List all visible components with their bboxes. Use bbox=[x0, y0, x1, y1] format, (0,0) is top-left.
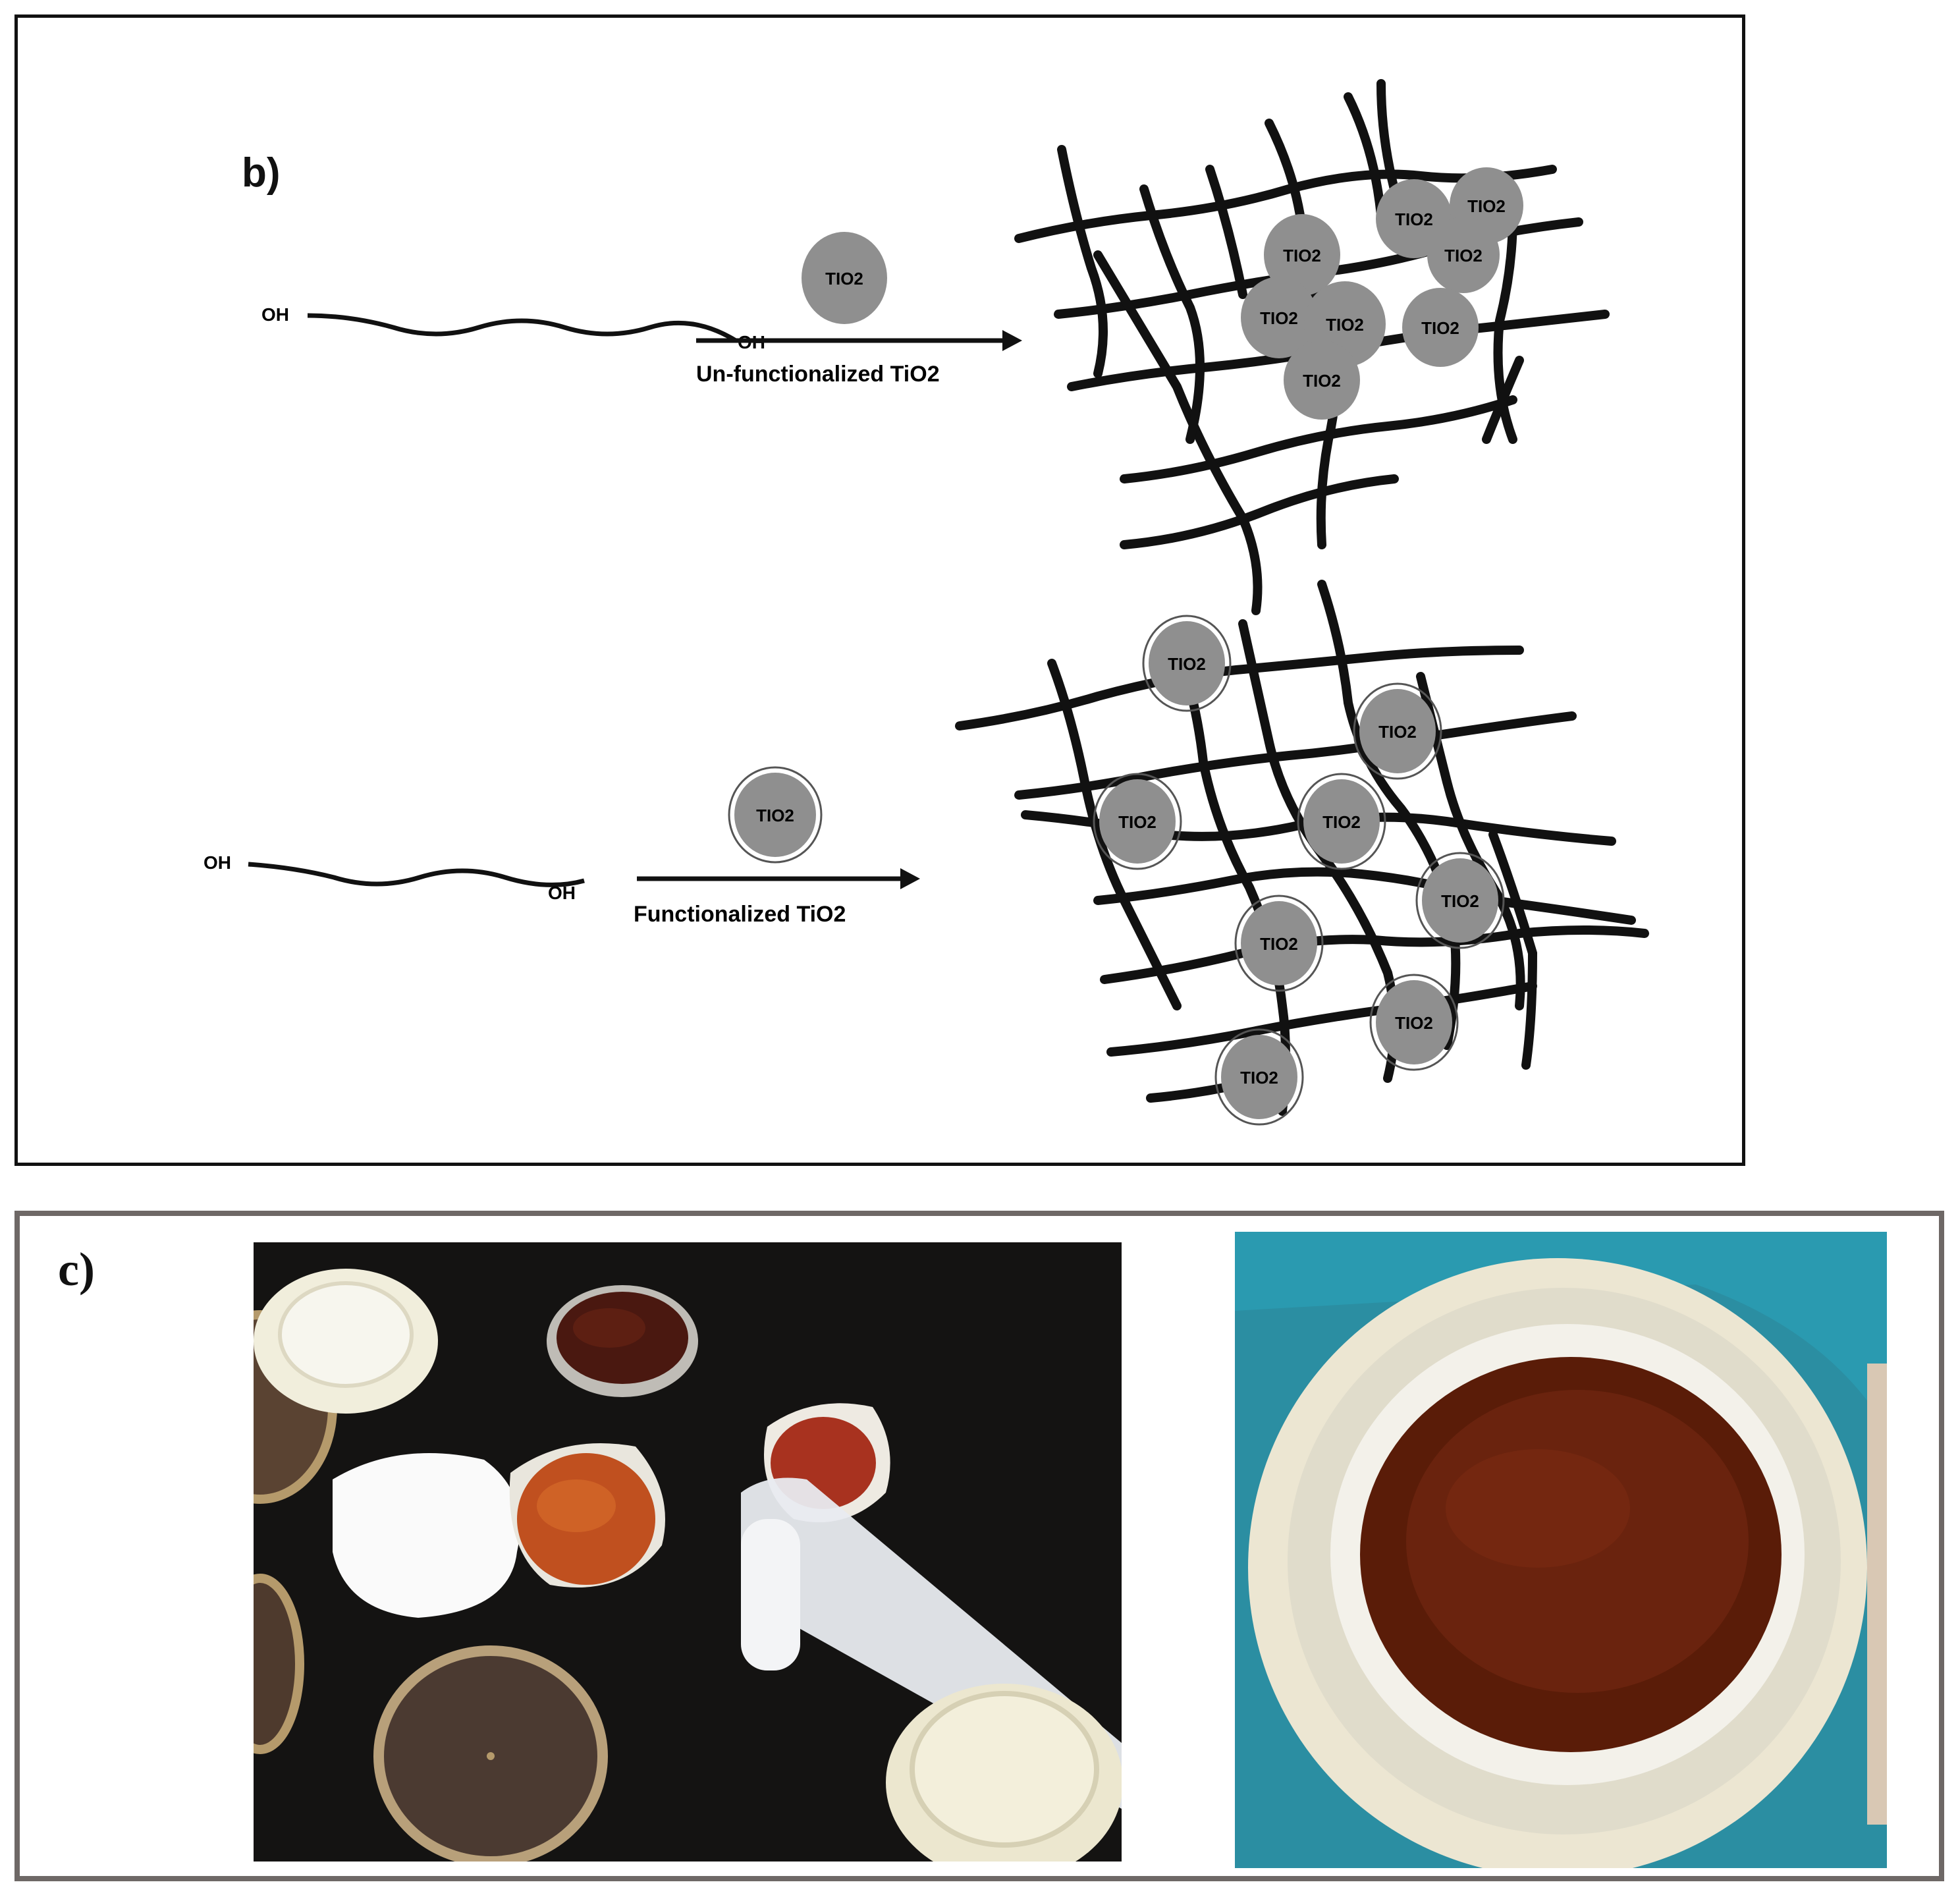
svg-text:TIO2: TIO2 bbox=[1322, 812, 1361, 832]
network-particle-functionalized: TIO2 bbox=[1297, 773, 1386, 870]
network-particle-functionalized: TIO2 bbox=[1234, 895, 1324, 992]
arrow-label-row2: Functionalized TiO2 bbox=[634, 902, 846, 927]
chain-end-left-row2: OH bbox=[204, 852, 231, 873]
panel-b-label: b) bbox=[242, 150, 281, 196]
svg-text:TIO2: TIO2 bbox=[1444, 246, 1483, 265]
polymer-network-row2 bbox=[955, 580, 1649, 1116]
svg-text:TIO2: TIO2 bbox=[1441, 891, 1479, 911]
network-particles-row1: TIO2 TIO2 TIO2 TIO2 TIO2 TIO2 TIO2 TIO2 bbox=[1241, 167, 1523, 420]
network-particle-functionalized: TIO2 bbox=[1353, 682, 1442, 780]
svg-text:TIO2: TIO2 bbox=[1283, 246, 1321, 265]
photo-membrane-in-holder bbox=[1235, 1232, 1887, 1868]
svg-text:TIO2: TIO2 bbox=[1260, 934, 1298, 954]
network-particle: TIO2 bbox=[1264, 214, 1340, 296]
network-particle: TIO2 bbox=[1402, 288, 1479, 367]
network-particle-functionalized: TIO2 bbox=[1214, 1028, 1304, 1126]
chain-end-right-row2: OH bbox=[548, 883, 576, 903]
network-particle: TIO2 bbox=[1427, 217, 1500, 293]
svg-text:TIO2: TIO2 bbox=[756, 806, 794, 825]
svg-text:TIO2: TIO2 bbox=[1395, 209, 1433, 229]
chain-end-left-row1: OH bbox=[261, 304, 289, 325]
polymer-chain-row1: OH OH bbox=[261, 304, 765, 352]
svg-text:TIO2: TIO2 bbox=[1118, 812, 1157, 832]
svg-text:TIO2: TIO2 bbox=[1378, 722, 1417, 742]
svg-text:TIO2: TIO2 bbox=[1260, 308, 1298, 328]
tio2-particle-reagent-row1: TIO2 bbox=[802, 232, 887, 324]
svg-text:TIO2: TIO2 bbox=[1326, 315, 1364, 335]
network-particle-functionalized: TIO2 bbox=[1415, 852, 1505, 949]
panel-c-label: c) bbox=[58, 1243, 95, 1296]
arrow-label-row1: Un-functionalized TiO2 bbox=[696, 362, 940, 387]
scheme-diagram: OH OH TIO2 Un-functionalized TiO2 bbox=[204, 79, 1649, 1126]
svg-text:TIO2: TIO2 bbox=[1240, 1068, 1278, 1088]
network-particle-functionalized: TIO2 bbox=[1093, 773, 1182, 870]
reaction-arrow-row2: Functionalized TiO2 bbox=[634, 868, 920, 927]
network-particle-functionalized: TIO2 bbox=[1369, 974, 1459, 1071]
panel-b-frame: b) OH OH TIO2 Un-functionalized TiO2 bbox=[14, 14, 1745, 1166]
svg-text:TIO2: TIO2 bbox=[1168, 654, 1206, 674]
photo-holder-illustration bbox=[1235, 1232, 1887, 1868]
svg-text:TIO2: TIO2 bbox=[1467, 196, 1506, 216]
panel-c-frame: c) bbox=[14, 1211, 1944, 1881]
photo-membranes-illustration bbox=[254, 1242, 1122, 1862]
photo-membranes-bench bbox=[254, 1242, 1122, 1862]
network-particle: TIO2 bbox=[1284, 341, 1360, 420]
network-particle: TIO2 bbox=[1241, 277, 1317, 358]
svg-text:TIO2: TIO2 bbox=[1421, 318, 1459, 338]
network-particles-row2: TIO2 TIO2 TIO2 TIO2 TIO2 TIO2 TIO2 TIO2 bbox=[1093, 615, 1505, 1126]
network-particle-functionalized: TIO2 bbox=[1142, 615, 1232, 712]
svg-text:TIO2: TIO2 bbox=[1303, 371, 1341, 391]
functionalized-tio2-particle-reagent: TIO2 bbox=[728, 766, 823, 864]
svg-text:TIO2: TIO2 bbox=[825, 269, 863, 289]
polymer-chain-row2: OH OH bbox=[204, 852, 585, 903]
reaction-arrow-row1: Un-functionalized TiO2 bbox=[696, 330, 1022, 387]
svg-text:TIO2: TIO2 bbox=[1395, 1013, 1433, 1033]
